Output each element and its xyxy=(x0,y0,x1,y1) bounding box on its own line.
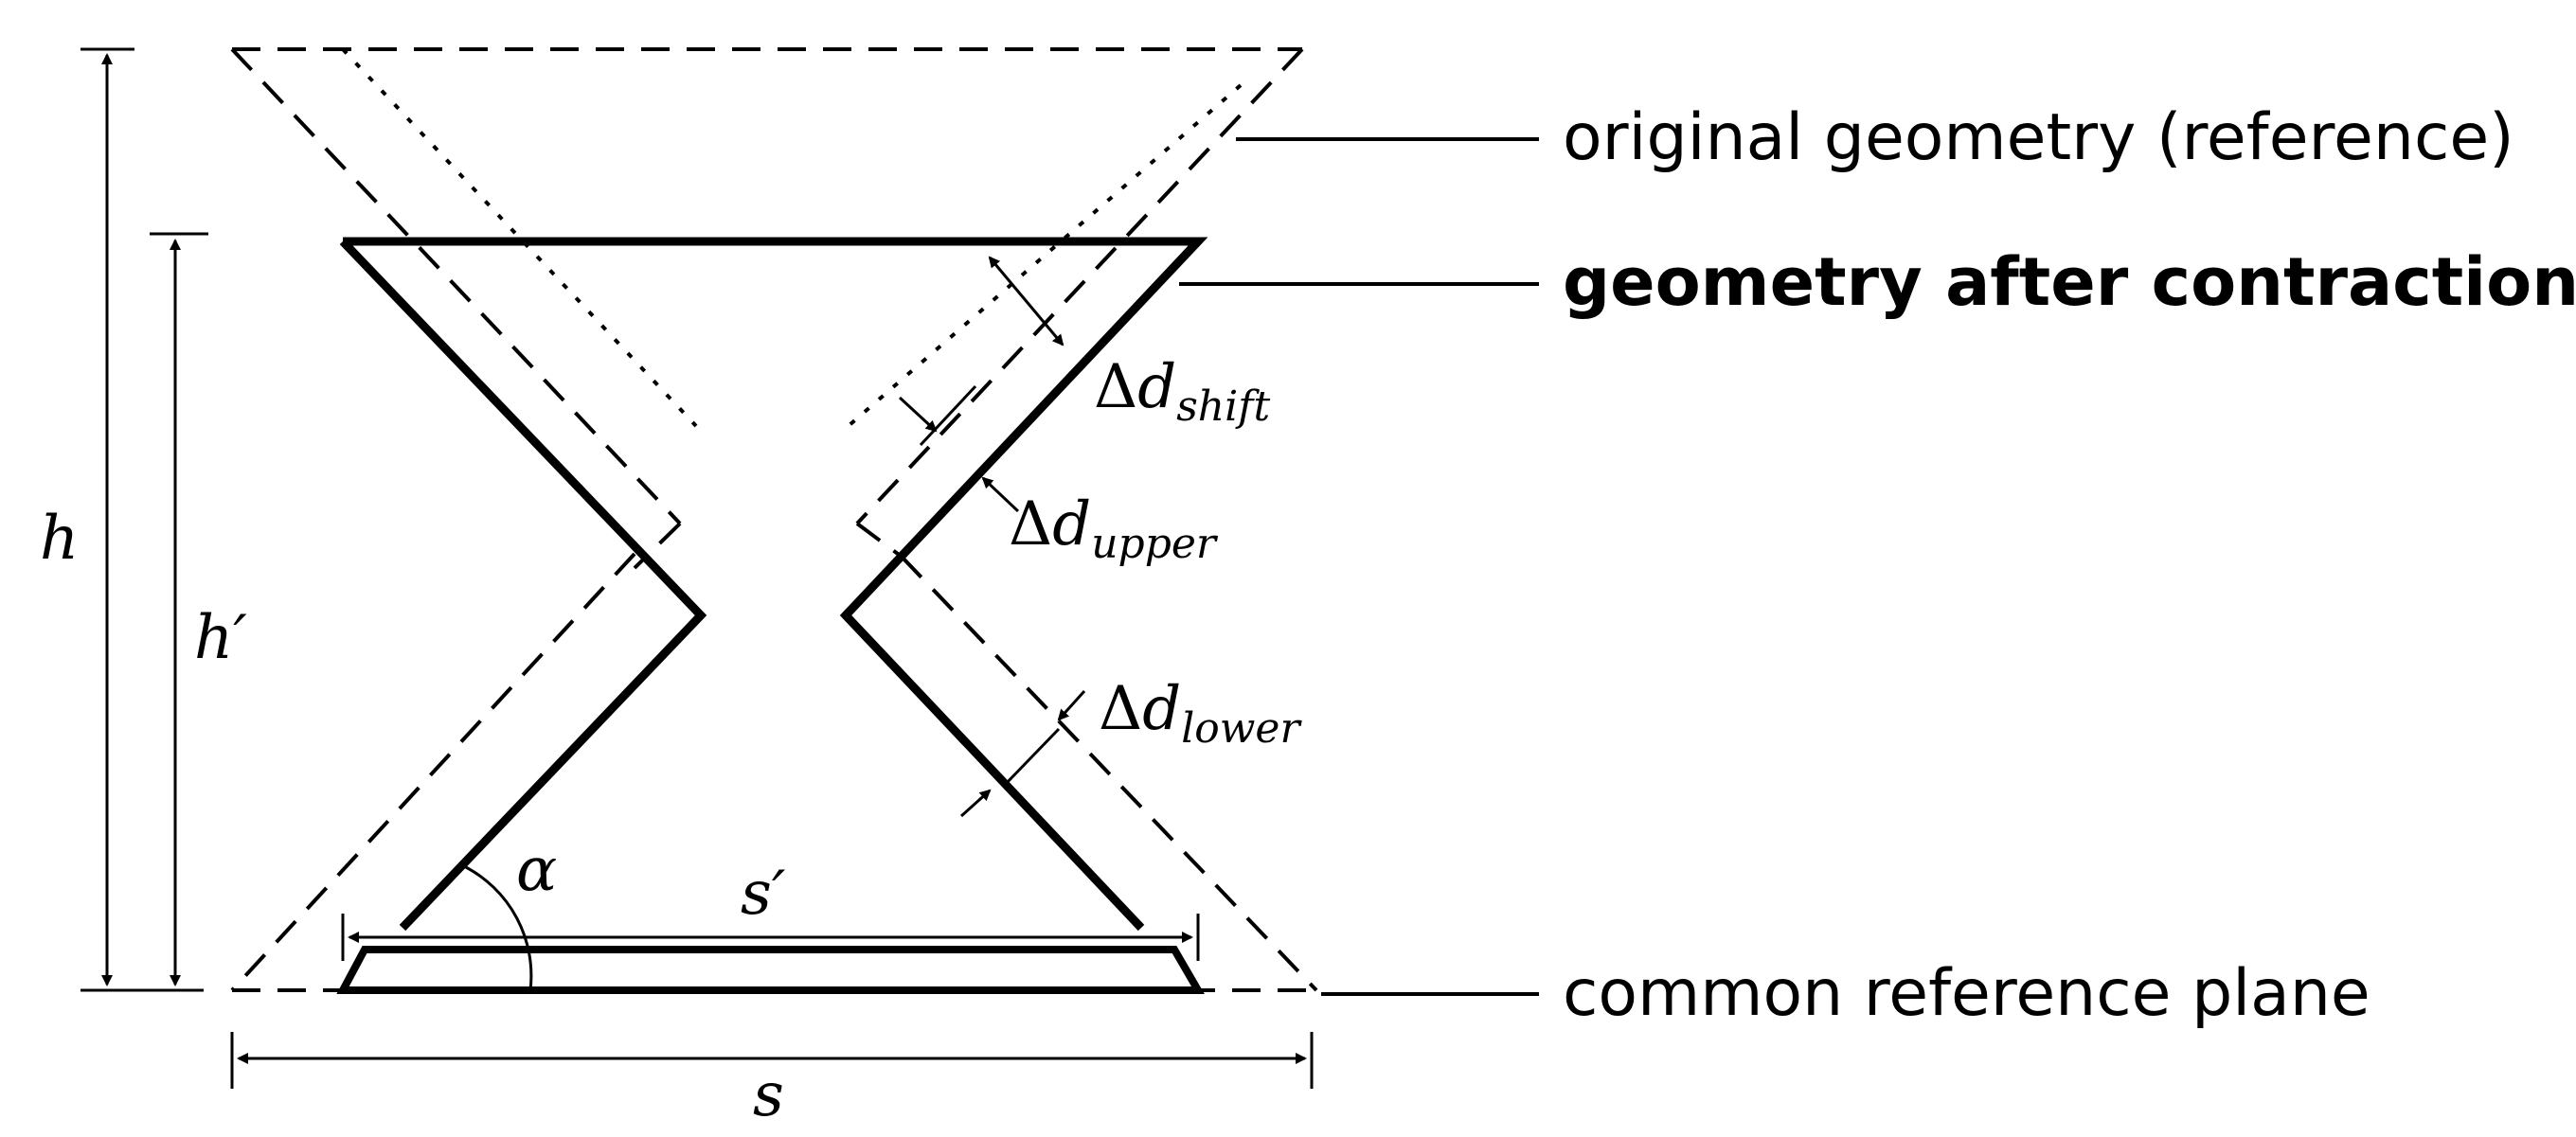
s-prime-label: s′ xyxy=(741,859,786,929)
svg-text:Δdshift: Δdshift xyxy=(1094,352,1270,431)
h-prime-label: h′ xyxy=(194,603,247,673)
d-shift-marker xyxy=(988,256,1064,346)
h-label: h xyxy=(40,504,79,574)
d-upper-label: Δdupper xyxy=(1009,489,1219,568)
d-shift-label: Δdshift xyxy=(1094,352,1270,431)
legend-leaders xyxy=(1179,137,1539,996)
h-prime-dimension xyxy=(150,232,208,986)
d-upper-marker xyxy=(898,384,1020,513)
original-inner-dotted xyxy=(341,47,1243,433)
original-geometry xyxy=(230,47,1318,992)
s-label: s xyxy=(753,1060,784,1130)
legend-contracted: geometry after contraction xyxy=(1563,243,2576,321)
s-prime-dimension xyxy=(341,914,1200,961)
legend-plane: common reference plane xyxy=(1563,956,2370,1031)
alpha-arc xyxy=(463,864,533,991)
s-dimension xyxy=(230,1032,1314,1089)
contracted-geometry xyxy=(336,237,1208,994)
legend-original: original geometry (reference) xyxy=(1563,100,2514,175)
d-lower-label: Δdlower xyxy=(1099,674,1302,753)
svg-text:Δdlower: Δdlower xyxy=(1099,674,1302,753)
alpha-label: α xyxy=(516,835,557,905)
d-lower-marker xyxy=(959,689,1086,818)
svg-text:Δdupper: Δdupper xyxy=(1009,489,1219,568)
h-dimension xyxy=(80,47,204,992)
